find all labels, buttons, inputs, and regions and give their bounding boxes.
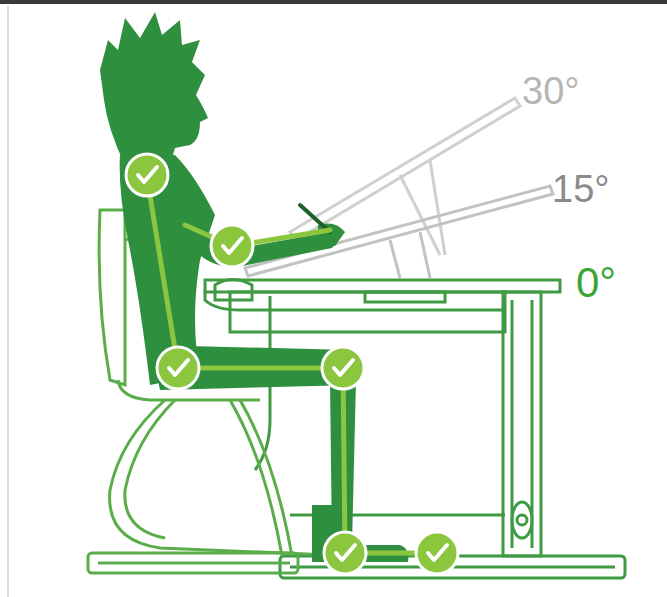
desk-top-15 [245, 186, 553, 278]
left-border [7, 6, 9, 597]
desk [205, 280, 625, 579]
angle-label: 15° [552, 170, 609, 208]
angle-label: 30° [522, 72, 579, 110]
angle-label: 0° [576, 262, 616, 304]
top-border [0, 0, 667, 4]
child-silhouette [100, 12, 408, 562]
check-marks [126, 154, 458, 574]
posture-lines [147, 177, 437, 553]
